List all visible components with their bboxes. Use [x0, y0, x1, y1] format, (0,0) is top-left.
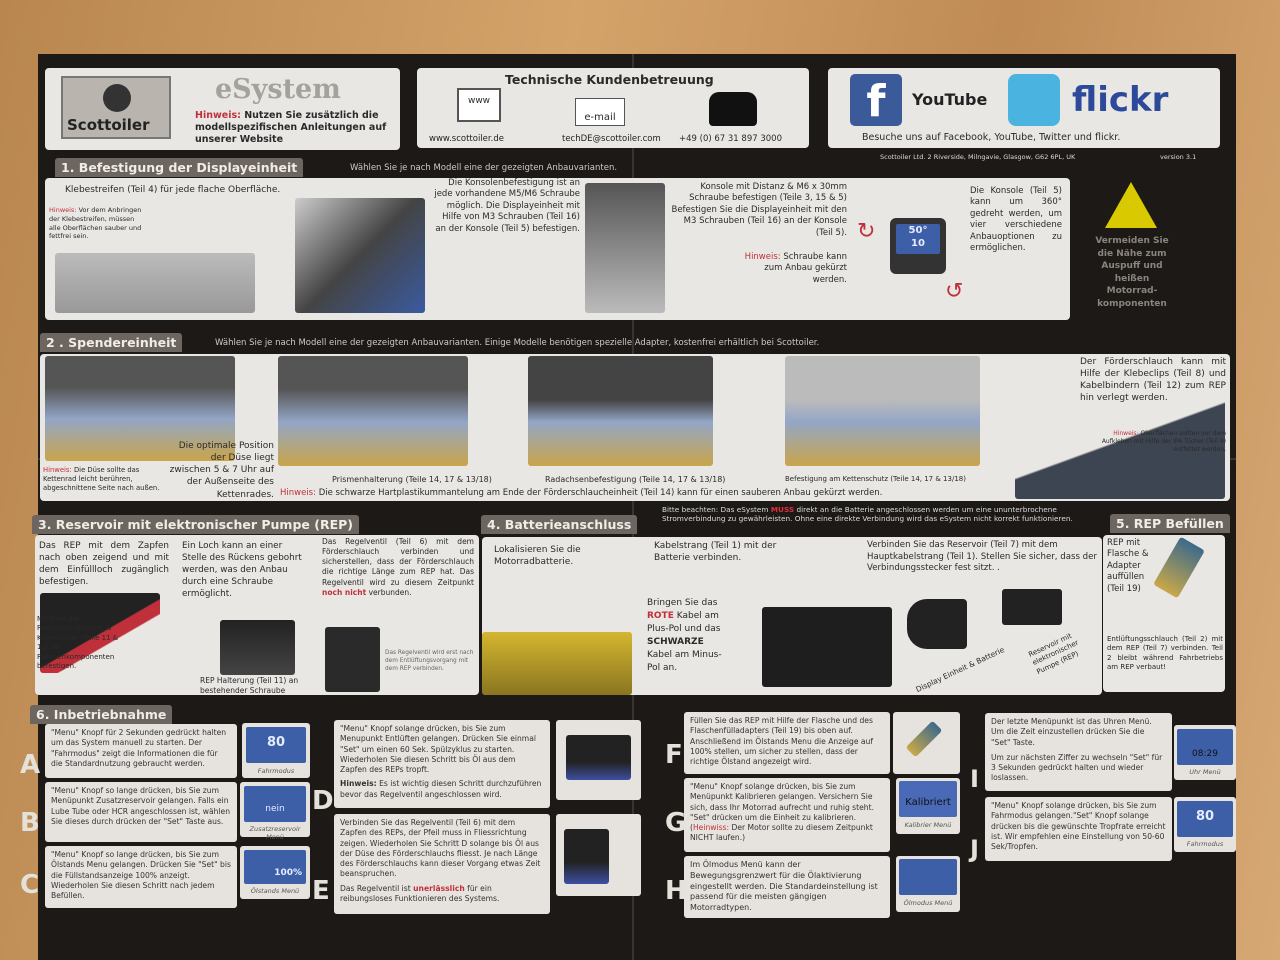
sprocket-illustration [45, 356, 235, 461]
prism-mount-illustration [278, 356, 468, 466]
connector-illustration [907, 599, 967, 649]
phone-number: +49 (0) 67 31 897 3000 [679, 134, 782, 144]
website-link[interactable]: www.scottoiler.de [429, 134, 504, 144]
telephone-icon [709, 92, 757, 126]
step-f-text: Füllen Sie das REP mit Hilfe der Flasche… [684, 712, 890, 774]
version: version 3.1 [1160, 153, 1197, 161]
motorcycle-seat-illustration [482, 632, 632, 695]
step-d-text: "Menu" Knopf solange drücken, bis Sie zu… [334, 720, 550, 808]
step-h-text: Im Ölmodus Menü kann der Bewegungsgrenzw… [684, 856, 890, 918]
step-c-text: "Menu" Knopf so lange drücken, bis Sie z… [45, 846, 237, 908]
support-panel: Technische Kundenbetreuung www e-mail ww… [417, 68, 809, 148]
computer-icon: www [457, 88, 501, 122]
step-d-image [556, 720, 641, 800]
section-6-title: 6. Inbetriebnahme [30, 705, 173, 724]
twitter-icon[interactable] [1008, 74, 1060, 126]
step-b-text: "Menu" Knopf so lange drücken, bis Sie z… [45, 782, 237, 842]
fold-line [632, 54, 634, 960]
step-g-text: "Menu" Knopf solange drücken, bis Sie zu… [684, 778, 890, 852]
section-1-title: 1. Befestigung der Displayeinheit [55, 158, 304, 177]
rep-pump-illustration [566, 735, 631, 780]
step-h-screen: Ölmodus Menü [896, 856, 960, 912]
section-1-panel: Klebestreifen (Teil 4) für jede flache O… [45, 178, 1070, 320]
oil-mode-screen [899, 859, 957, 895]
social-panel: f YouTube flickr Besuche uns auf Faceboo… [828, 68, 1220, 148]
youtube-icon[interactable]: YouTube [912, 90, 988, 109]
section-4-title: 4. Batterieanschluss [481, 515, 638, 534]
bottle-illustration [905, 720, 943, 758]
axle-mount-illustration [528, 356, 713, 466]
valve-connection-illustration [564, 829, 609, 884]
section-2-title: 2 . Spendereinheit [40, 333, 183, 352]
hose-routing-illustration [1015, 359, 1225, 499]
scottoiler-logo: Scottoiler [61, 76, 171, 139]
display-unit: 50°10 [890, 218, 946, 274]
section-4-panel: Lokalisieren Sie die Motorradbatterie. K… [482, 537, 1102, 695]
connector-illustration [1002, 589, 1062, 625]
section-3-title: 3. Reservoir mit elektronischer Pumpe (R… [32, 515, 359, 534]
step-c-screen: 100%Ölstands Menü [240, 846, 310, 899]
display-screen: 50°10 [896, 224, 940, 254]
section-3-panel: Das REP mit dem Zapfen nach oben zeigend… [35, 535, 479, 695]
step-a-text: "Menu" Knopf für 2 Sekunden gedrückt hal… [45, 724, 237, 778]
warning-text: Vermeiden Sie die Nähe zum Auspuff und h… [1095, 236, 1169, 309]
esystem-logo: eSystem [215, 74, 341, 105]
warning-icon [1105, 182, 1157, 228]
step-e-image [556, 814, 641, 896]
envelope-icon: e-mail [575, 98, 625, 126]
rotate-arrow-icon: ↺ [945, 279, 964, 304]
chain-drop-icon [103, 84, 131, 112]
email-link[interactable]: techDE@scottoiler.com [562, 134, 661, 144]
bottle-illustration [1153, 536, 1205, 599]
section-5-title: 5. REP Befüllen [1110, 514, 1230, 533]
chainguard-mount-illustration [785, 356, 980, 466]
step-e-text: Verbinden Sie das Regelventil (Teil 6) m… [334, 814, 550, 914]
reservoir-illustration [40, 593, 160, 673]
bracket-illustration [220, 620, 295, 675]
facebook-icon[interactable]: f [850, 74, 902, 127]
address: Scottoiler Ltd. 2 Riverside, Milngavie, … [880, 153, 1076, 161]
step-f-image [893, 712, 960, 774]
handlebar-illustration [55, 253, 255, 313]
battery-illustration [762, 607, 892, 687]
rotate-arrow-icon: ↻ [857, 219, 876, 244]
flickr-icon[interactable]: flickr [1072, 80, 1169, 120]
section-5-panel: REP mit Flasche & Adapter auffüllen (Tei… [1103, 535, 1225, 692]
handlebar-mount-illustration [295, 198, 425, 313]
valve-illustration [325, 627, 380, 692]
step-i-text: Der letzte Menüpunkt ist das Uhren Menü.… [985, 713, 1172, 791]
section-2-panel: Hinweis: Die Düse sollte das Kettenrad l… [40, 354, 1230, 501]
brand-panel: Scottoiler eSystem Hinweis: Nutzen Sie z… [45, 68, 400, 150]
step-j-text: "Menu" Knopf solange drücken, bis Sie zu… [985, 797, 1172, 861]
console-mount-illustration [585, 183, 665, 313]
